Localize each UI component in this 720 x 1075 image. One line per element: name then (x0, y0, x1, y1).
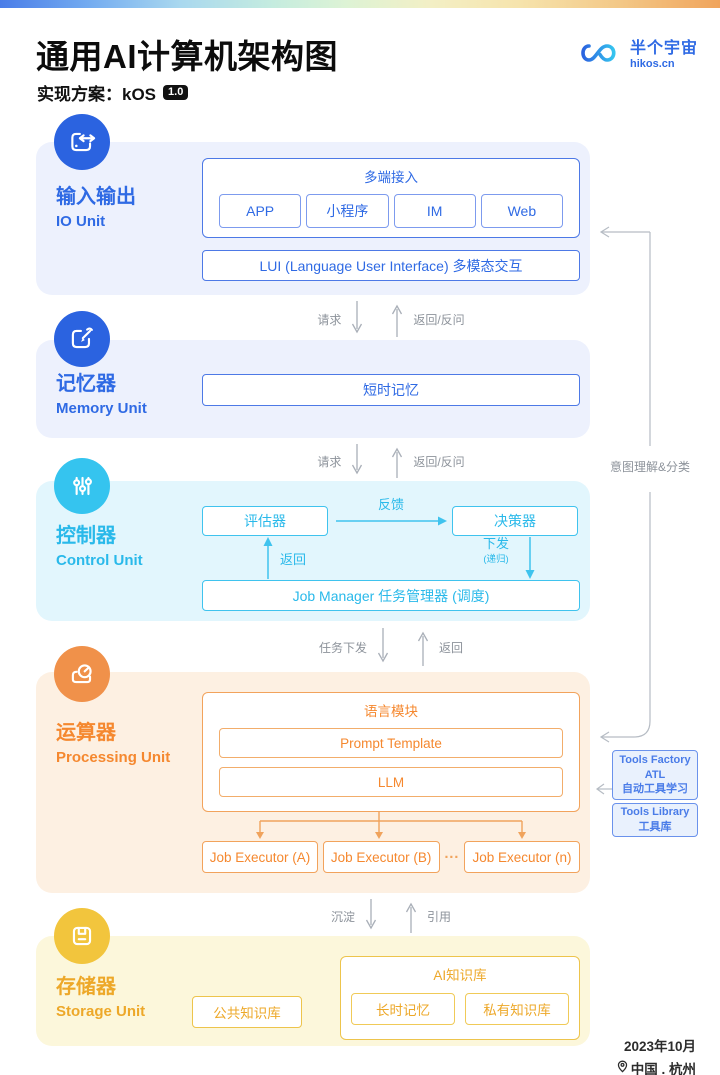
tools-arrow-icon (595, 783, 612, 795)
io-unit-panel: 输入输出 IO Unit 多端接入 APP 小程序 IM Web LUI (La… (36, 142, 590, 295)
private-kb-box: 私有知识库 (465, 993, 569, 1025)
storage-unit-label-en: Storage Unit (56, 1003, 146, 1020)
control-unit-label-zh: 控制器 (56, 525, 116, 547)
connector-io-memory: 请求 返回/反问 (202, 300, 580, 338)
storage-unit-panel: 存储器 Storage Unit 公共知识库 AI知识库 长时记忆 私有知识库 (36, 936, 590, 1046)
task-dispatch-label: 任务下发 (318, 640, 367, 655)
evaluator-box: 评估器 (202, 506, 328, 536)
channel-im: IM (393, 194, 476, 228)
llm-box: LLM (219, 767, 563, 797)
dispatch-note: (递归) (483, 554, 509, 565)
executor-ellipsis: ··· (444, 848, 460, 866)
control-unit-panel: 控制器 Control Unit 评估器 决策器 反馈 返回 下发 (递归) J… (36, 481, 590, 621)
job-manager-box: Job Manager 任务管理器 (调度) (202, 580, 580, 611)
return-label: 返回 (280, 552, 307, 567)
request-label: 请求 (317, 312, 342, 327)
ai-kb-box: AI知识库 长时记忆 私有知识库 (340, 956, 580, 1040)
connector-memory-control: 请求 返回/反问 (202, 443, 580, 479)
footer-date: 2023年10月 (623, 1039, 696, 1054)
down-arrow-icon (352, 444, 363, 475)
control-sliders-icon (54, 458, 110, 514)
feedback-label: 反馈 (377, 497, 404, 512)
infinity-logo-icon (577, 38, 623, 73)
version-badge: 1.0 (163, 85, 189, 100)
cite-label: 引用 (427, 909, 452, 924)
right-rail-connector (599, 226, 651, 743)
location-pin-icon (617, 1060, 628, 1075)
plan-label: 实现方案：kOS (37, 85, 157, 104)
tools-library-line2: 工具库 (638, 821, 672, 833)
request-label: 请求 (317, 454, 342, 469)
language-module-title: 语言模块 (364, 704, 418, 719)
language-module-box: 语言模块 Prompt Template LLM (202, 692, 580, 812)
processing-unit-label-zh: 运算器 (56, 722, 116, 744)
page-title: 通用AI计算机架构图 (36, 38, 338, 75)
up-arrow-icon (392, 304, 403, 337)
decider-box: 决策器 (452, 506, 578, 536)
multi-access-box: 多端接入 APP 小程序 IM Web (202, 158, 580, 238)
up-arrow-icon (405, 902, 417, 933)
brand-name: 半个宇宙 (629, 39, 698, 57)
down-arrow-icon (365, 899, 377, 930)
short-term-memory-box: 短时记忆 (202, 374, 580, 406)
processing-unit-label-en: Processing Unit (56, 749, 171, 766)
memory-unit-panel: 记忆器 Memory Unit 短时记忆 (36, 340, 590, 438)
up-arrow-icon (392, 447, 403, 478)
processing-unit-panel: 运算器 Processing Unit 语言模块 Prompt Template… (36, 672, 590, 893)
job-executor-b-box: Job Executor (B) (322, 841, 440, 873)
lui-box: LUI (Language User Interface) 多模态交互 (202, 250, 580, 281)
memory-unit-label-zh: 记忆器 (56, 373, 116, 395)
gradient-top-bar (0, 0, 720, 8)
control-unit-label-en: Control Unit (56, 552, 143, 569)
connector-processing-storage: 沉淀 引用 (202, 898, 580, 934)
job-executor-n-box: Job Executor (n) (463, 841, 580, 873)
ai-kb-title: AI知识库 (433, 968, 487, 983)
long-term-memory-box: 长时记忆 (351, 993, 455, 1025)
io-unit-label-zh: 输入输出 (56, 186, 136, 208)
settle-label: 沉淀 (330, 909, 355, 924)
tools-factory-line1: Tools Factory (619, 753, 691, 766)
brand-logo: 半个宇宙 hikos.cn (577, 38, 698, 73)
return-ask-label: 返回/反问 (413, 454, 465, 469)
feedback-arrow (336, 516, 447, 526)
public-kb-box: 公共知识库 (192, 996, 302, 1028)
memory-pen-icon (54, 311, 110, 367)
channel-web: Web (480, 194, 563, 228)
connector-control-processing: 任务下发 返回 (202, 627, 580, 667)
tools-factory-line3: 自动工具学习 (622, 783, 688, 796)
channel-miniprogram: 小程序 (306, 194, 389, 228)
plan-subtitle: 实现方案：kOS 1.0 (37, 80, 189, 105)
footer: 2023年10月 中国 . 杭州 (617, 1035, 696, 1075)
storage-unit-label-zh: 存储器 (56, 976, 116, 998)
footer-location: 中国 . 杭州 (630, 1062, 696, 1075)
io-unit-label-en: IO Unit (56, 213, 106, 230)
brand-site: hikos.cn (629, 58, 675, 71)
up-arrow-icon (417, 631, 429, 666)
processing-refresh-icon (54, 646, 110, 702)
storage-disk-icon (54, 908, 110, 964)
return-label: 返回 (439, 640, 464, 655)
tools-library-box: Tools Library 工具库 (612, 803, 698, 837)
multi-access-title: 多端接入 (364, 170, 418, 185)
dispatch-label: 下发 (482, 536, 509, 551)
executor-branch-connector (256, 812, 526, 839)
dispatch-arrow (525, 537, 535, 579)
memory-unit-label-en: Memory Unit (56, 400, 147, 417)
down-arrow-icon (352, 301, 363, 334)
tools-library-line1: Tools Library (620, 806, 690, 819)
down-arrow-icon (377, 628, 389, 663)
io-arrows-icon (54, 114, 110, 170)
intent-classification-label: 意图理解&分类 (609, 460, 690, 474)
return-arrow (263, 537, 273, 579)
prompt-template-box: Prompt Template (219, 728, 563, 758)
channel-app: APP (219, 194, 302, 228)
tools-factory-box: Tools Factory ATL 自动工具学习 (612, 750, 698, 800)
tools-factory-line2: ATL (644, 768, 666, 781)
job-executor-a-box: Job Executor (A) (202, 841, 318, 873)
return-ask-label: 返回/反问 (413, 312, 465, 327)
